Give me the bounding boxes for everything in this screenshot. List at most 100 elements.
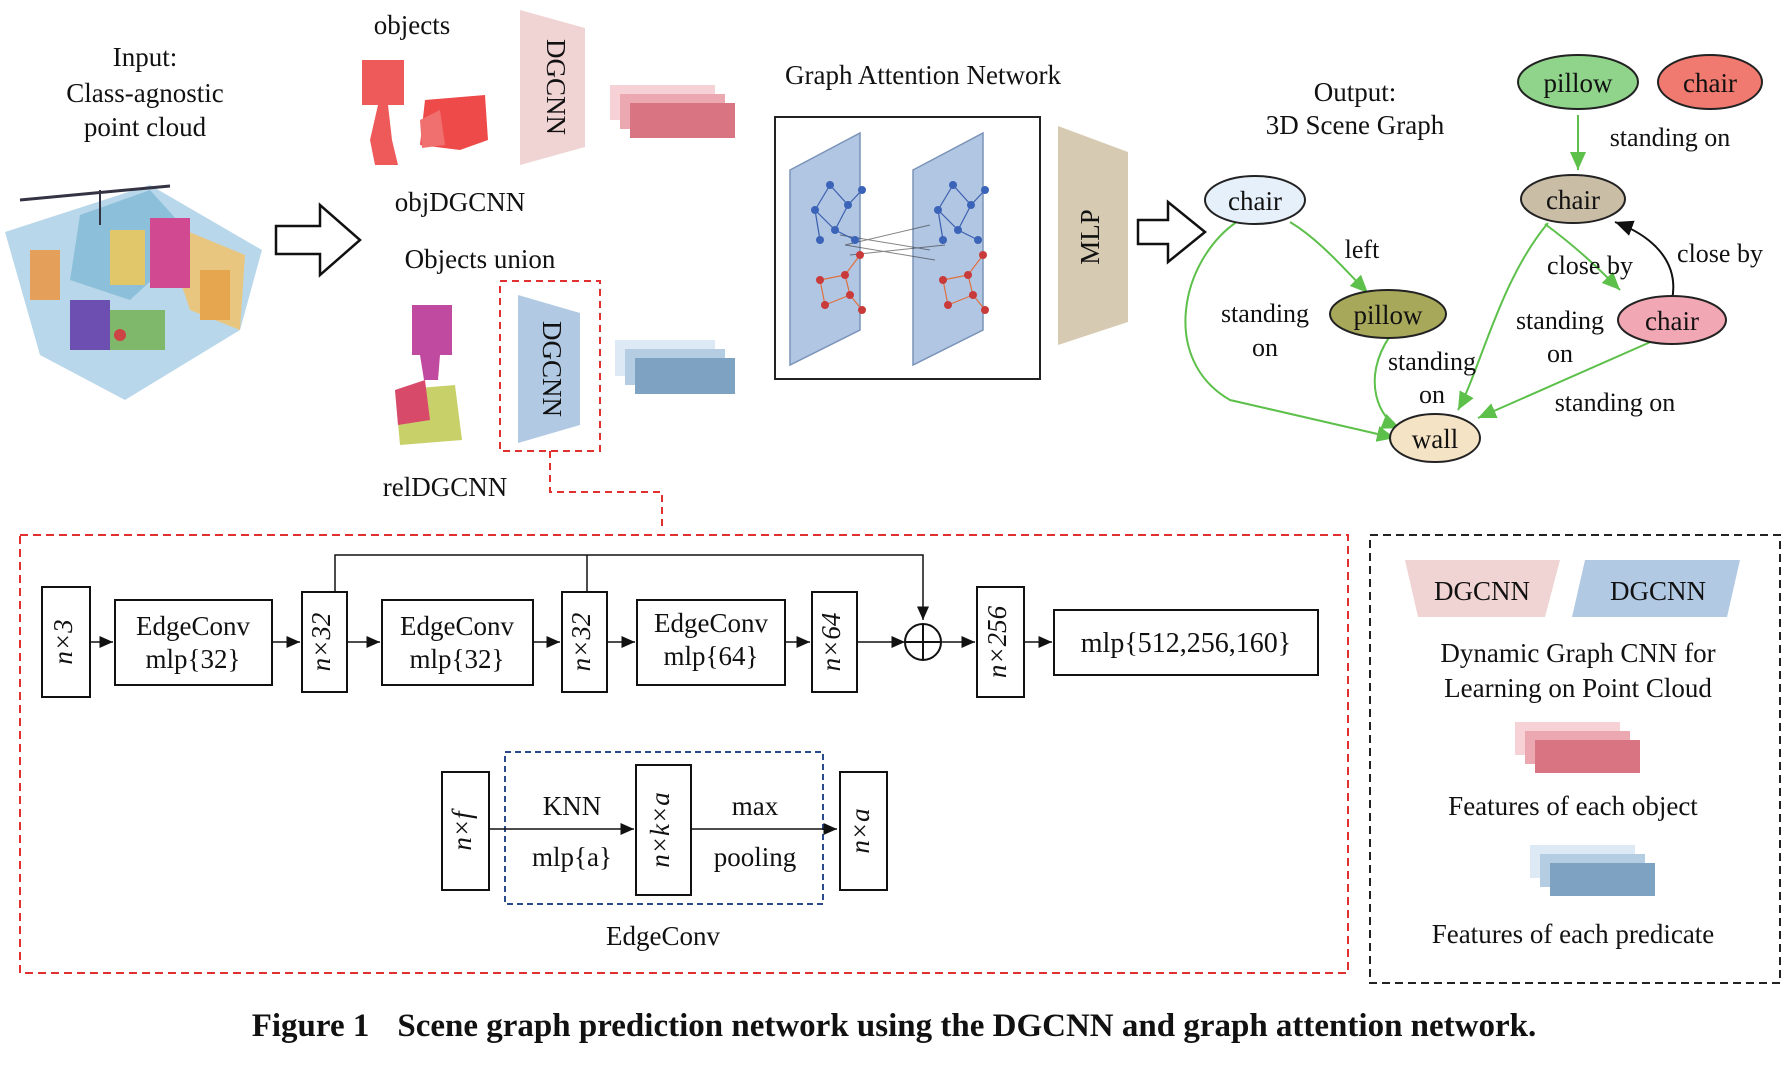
node-chair-d xyxy=(1617,295,1727,345)
edgeconv-detail-box xyxy=(504,751,824,905)
output-label-line1: Output: xyxy=(1314,77,1397,107)
node-pillow-b-label: pillow xyxy=(1543,68,1613,98)
edgeconv-node-nf: n×f xyxy=(441,771,490,891)
pipeline-n256-label: n×256 xyxy=(982,605,1012,678)
scene-graph-edge-labels: left standing on standing on standing on… xyxy=(1221,123,1763,417)
edgeconv-mlp-a: mlp{a} xyxy=(532,842,612,872)
legend-dgcnn-pink xyxy=(1405,560,1560,617)
node-chair-a-label: chair xyxy=(1228,186,1282,216)
edge-label-left: left xyxy=(1345,235,1380,264)
pipeline-arrows xyxy=(90,554,1052,648)
pipeline-node-n256: n×256 xyxy=(976,586,1025,698)
edge-label-on-1: on xyxy=(1252,333,1278,362)
input-label-line3: point cloud xyxy=(84,112,207,142)
legend-dgcnn-pink-label: DGCNN xyxy=(1434,576,1530,606)
scene-graph-edges xyxy=(1184,115,1656,442)
rel-dgcnn-block-label: DGCNN xyxy=(537,321,567,417)
edgeconv-node-na: n×a xyxy=(839,771,888,891)
edgeconv-na-label: n×a xyxy=(845,808,875,853)
edgeconv-caption: EdgeConv xyxy=(606,921,720,951)
union-point-cloud xyxy=(395,305,462,445)
ec2-line1: EdgeConv xyxy=(400,611,514,641)
legend-object-features-swatch xyxy=(1515,722,1640,773)
gat-title: Graph Attention Network xyxy=(785,60,1061,90)
pipeline-mlp-out: mlp{512,256,160} xyxy=(1053,609,1319,676)
object-feature-stack xyxy=(610,85,735,138)
ec1-line1: EdgeConv xyxy=(136,611,250,641)
node-wall xyxy=(1389,413,1481,463)
predicate-feature-stack xyxy=(615,340,735,394)
edge-label-standing-1: standing xyxy=(1221,299,1309,328)
node-pillow-b xyxy=(1517,54,1639,110)
input-arrow xyxy=(274,202,362,278)
edge-label-standing-on-top: standing on xyxy=(1610,123,1731,152)
pipeline-node-n32a: n×32 xyxy=(301,591,348,693)
pipeline-n64-label: n×64 xyxy=(816,613,846,672)
rel-dgcnn-connector xyxy=(549,451,663,530)
object-point-cloud-chair xyxy=(420,95,488,150)
pipeline-node-n32b: n×32 xyxy=(561,591,608,693)
input-label-line2: Class-agnostic xyxy=(66,78,223,108)
scene-graph-nodes: chair pillow wall pillow chair chair cha… xyxy=(1204,54,1763,463)
node-chair-b xyxy=(1657,54,1763,110)
ec1-line2: mlp{32} xyxy=(146,644,241,674)
edgeconv-nka-label: n×k×a xyxy=(645,792,675,867)
node-chair-c-label: chair xyxy=(1546,185,1600,215)
legend-desc-line2: Learning on Point Cloud xyxy=(1444,673,1712,703)
pipeline-node-n3: n×3 xyxy=(41,586,91,698)
rel-dgcnn-block xyxy=(518,295,580,443)
edge-label-standing-3: standing xyxy=(1516,306,1604,335)
edge-label-standing-2: standing xyxy=(1388,347,1476,376)
gat-graph-diagram xyxy=(789,131,989,367)
input-label-line1: Input: xyxy=(113,42,178,72)
edge-label-on-3: on xyxy=(1547,339,1573,368)
obj-dgcnn-block-label: DGCNN xyxy=(541,39,571,135)
edge-label-on-2: on xyxy=(1419,380,1445,409)
legend-features-object: Features of each object xyxy=(1448,791,1698,821)
pipeline-n32b-label: n×32 xyxy=(566,613,596,672)
pipeline-sum-node xyxy=(904,623,942,661)
input-point-cloud xyxy=(5,184,262,400)
pipeline-n32a-label: n×32 xyxy=(306,613,336,672)
node-pillow-a-label: pillow xyxy=(1353,300,1423,330)
pipeline-n3-label: n×3 xyxy=(48,619,78,664)
objects-union-label: Objects union xyxy=(405,244,556,274)
pipeline-node-n64: n×64 xyxy=(811,591,858,693)
ec3-line2: mlp{64} xyxy=(664,641,759,671)
edge-label-standing-on-bottom: standing on xyxy=(1555,388,1676,417)
edgeconv-pooling: pooling xyxy=(714,842,797,872)
pipeline-edgeconv-1: EdgeConv mlp{32} xyxy=(114,599,273,686)
pipeline-edgeconv-3: EdgeConv mlp{64} xyxy=(636,599,786,686)
edge-label-close-by-1: close by xyxy=(1547,251,1633,280)
edgeconv-knn: KNN xyxy=(543,791,602,821)
edgeconv-max: max xyxy=(732,791,779,821)
mlp-block xyxy=(1058,126,1128,345)
pipeline-mlp-out-label: mlp{512,256,160} xyxy=(1081,628,1291,659)
objects-label: objects xyxy=(374,10,450,40)
ec3-line1: EdgeConv xyxy=(654,608,768,638)
node-chair-b-label: chair xyxy=(1683,68,1737,98)
ec2-line2: mlp{32} xyxy=(410,644,505,674)
edgeconv-node-nka: n×k×a xyxy=(635,764,692,896)
edge-label-close-by-2: close by xyxy=(1677,239,1763,268)
mlp-block-label: MLP xyxy=(1075,209,1105,265)
legend-dgcnn-blue xyxy=(1572,560,1740,617)
rel-dgcnn-label: relDGCNN xyxy=(383,472,507,502)
object-point-cloud-lamp xyxy=(362,60,404,165)
edgeconv-nf-label: n×f xyxy=(447,808,477,851)
node-chair-d-label: chair xyxy=(1645,306,1699,336)
node-pillow-a xyxy=(1329,289,1447,339)
legend-features-predicate: Features of each predicate xyxy=(1432,919,1715,949)
close-by-black-edge xyxy=(1614,220,1675,301)
figure-caption-text: Scene graph prediction network using the… xyxy=(397,1008,1537,1044)
legend-desc-line1: Dynamic Graph CNN for xyxy=(1440,638,1715,668)
output-arrow xyxy=(1136,199,1207,265)
output-label-line2: 3D Scene Graph xyxy=(1266,110,1445,140)
node-wall-label: wall xyxy=(1412,424,1459,454)
rel-dgcnn-highlight xyxy=(499,280,601,452)
obj-dgcnn-block xyxy=(520,10,585,165)
node-chair-a xyxy=(1204,175,1306,225)
legend-predicate-features-swatch xyxy=(1530,845,1655,896)
obj-dgcnn-label: objDGCNN xyxy=(395,187,526,217)
